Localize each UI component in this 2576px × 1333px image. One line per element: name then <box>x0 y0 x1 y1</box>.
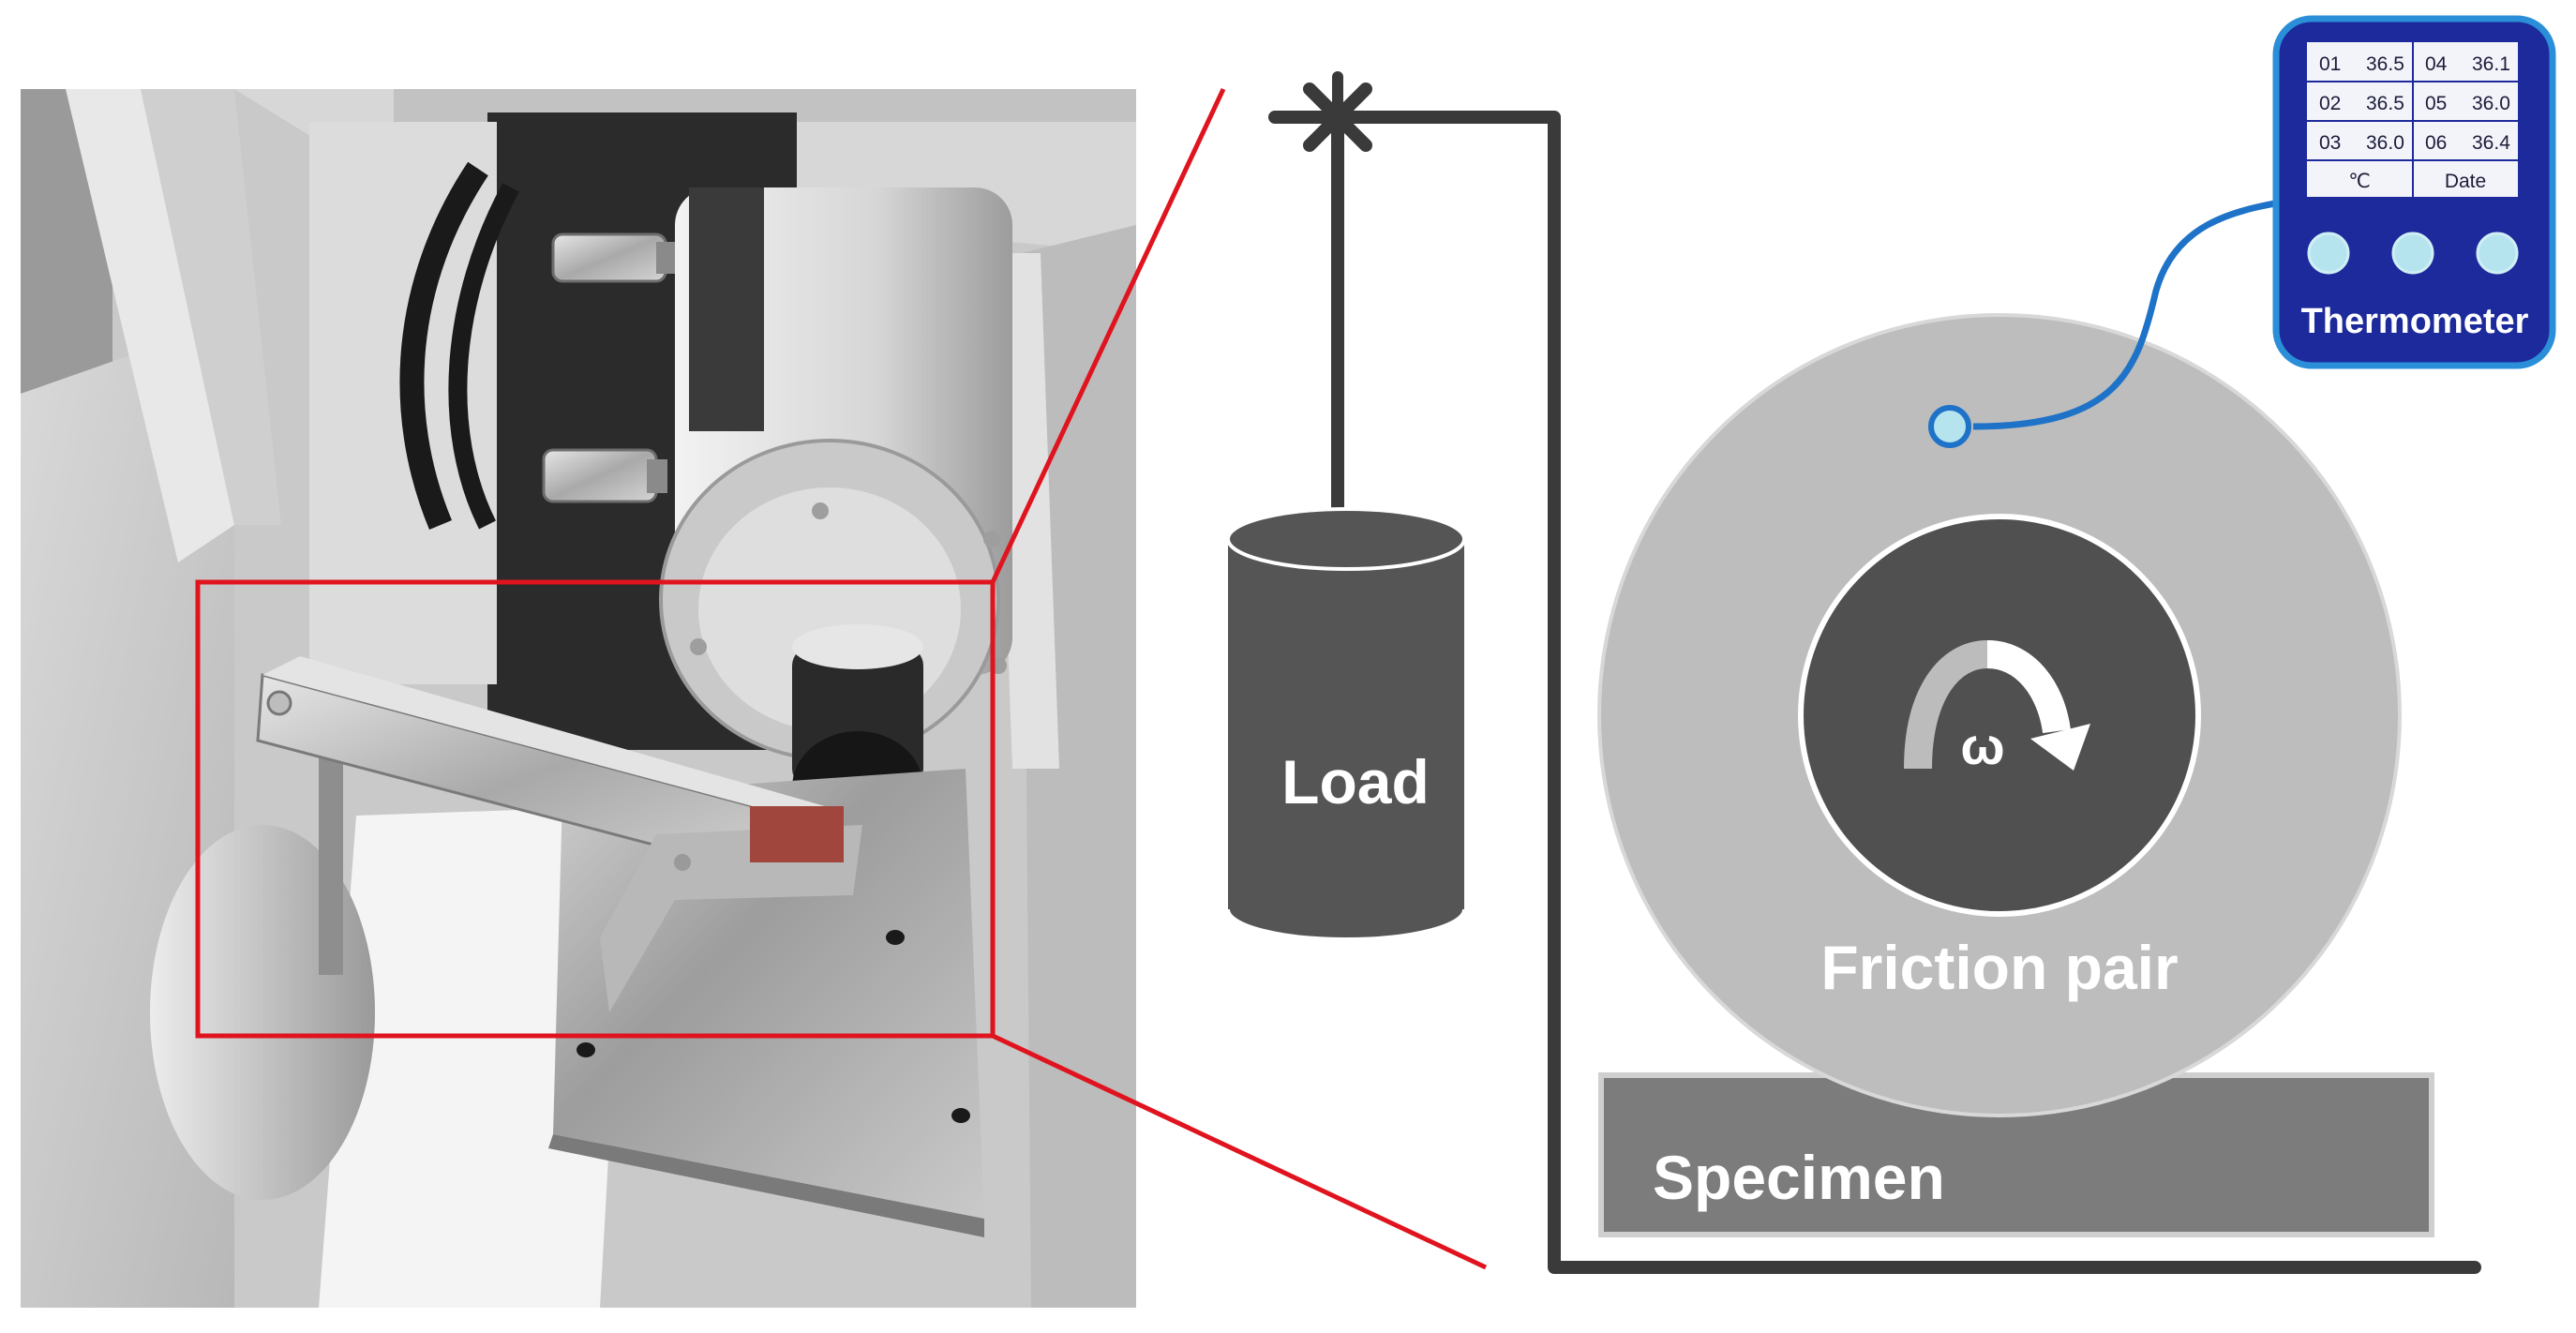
zoom-line-bottom <box>991 1033 1488 1270</box>
reading-cell: 36.1 <box>2472 53 2510 75</box>
apparatus-photo <box>21 89 1136 1308</box>
table-footer-cell: Date <box>2445 171 2486 192</box>
load-weight <box>1226 507 1466 941</box>
reading-cell: 04 <box>2425 53 2448 75</box>
omega-symbol: ω <box>1960 716 2004 775</box>
reading-cell: 06 <box>2425 132 2447 154</box>
zoom-line-top <box>990 87 1226 584</box>
thermometer-button-1[interactable] <box>2307 232 2350 275</box>
thermometer-device: 01 36.5 04 36.1 02 36.5 05 36.0 03 36.0 06 36.4 ℃ Dat… <box>2272 15 2556 369</box>
rotation-arrow-icon <box>1904 639 2090 771</box>
load-label: Load <box>1281 747 1430 816</box>
friction-pair-label: Friction pair <box>1820 933 2178 1002</box>
thermometer-button-2[interactable] <box>2391 232 2434 275</box>
reading-cell: 02 <box>2319 93 2341 114</box>
highlight-box <box>195 579 996 1039</box>
reading-cell: 03 <box>2319 132 2341 154</box>
reading-cell: 05 <box>2425 93 2447 114</box>
specimen-label: Specimen <box>1653 1143 1945 1212</box>
temperature-sensor-tip <box>1928 405 1971 448</box>
thermometer-readings-table: 01 36.5 04 36.1 02 36.5 05 36.0 03 36.0 06 36.4 ℃ Dat… <box>2319 53 2510 192</box>
reading-cell: 36.4 <box>2472 132 2510 154</box>
loading-frame <box>1268 111 2481 1274</box>
sensor-wire <box>1972 198 2286 430</box>
thermometer-label: Thermometer <box>2301 302 2529 341</box>
friction-pair-hub <box>1798 514 2201 917</box>
thermometer-button-3[interactable] <box>2476 232 2519 275</box>
reading-cell: 36.0 <box>2472 93 2510 114</box>
reading-cell: 36.5 <box>2366 93 2404 114</box>
table-footer-cell: ℃ <box>2348 171 2371 192</box>
reading-cell: 36.0 <box>2366 132 2404 154</box>
reading-cell: 36.5 <box>2366 53 2404 75</box>
reading-cell: 01 <box>2319 53 2341 75</box>
